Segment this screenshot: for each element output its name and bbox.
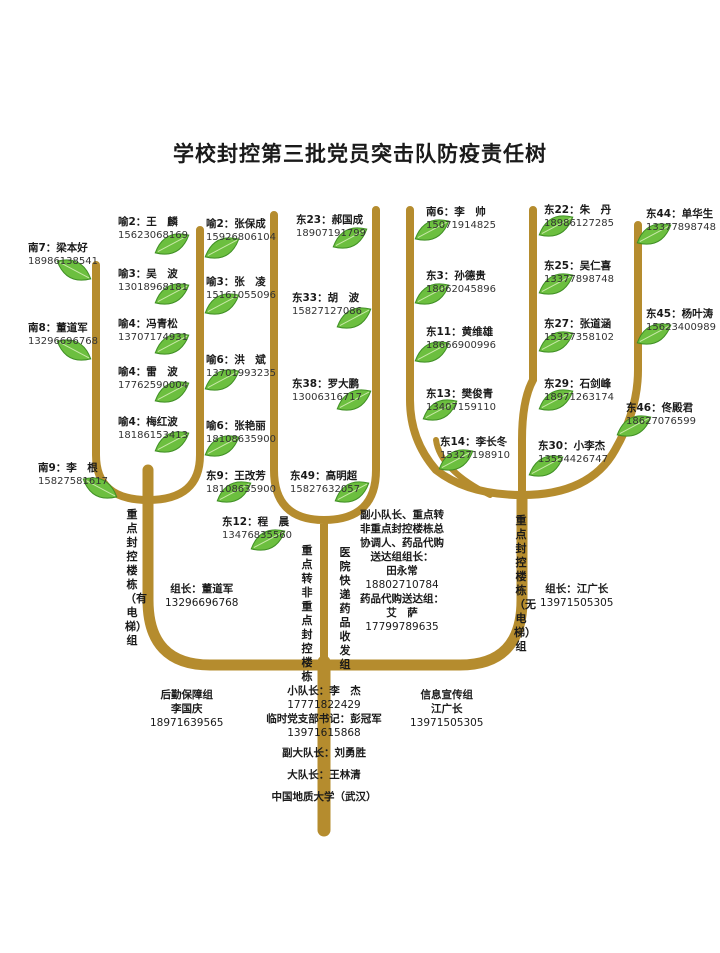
leaf-yu3b xyxy=(204,293,240,315)
leaf-nan7 xyxy=(56,259,92,281)
left-group-branch xyxy=(92,226,204,505)
leaf-dong49 xyxy=(334,481,370,503)
right-sub-branch-c xyxy=(518,221,642,499)
left-group-label: 重点封控楼栋（有电梯）组 xyxy=(125,508,147,647)
main-fork xyxy=(142,464,528,671)
leaf-dong13 xyxy=(422,399,458,421)
mid-group-label: 重点转非重点封控楼栋 xyxy=(301,544,313,683)
leaf-nan8 xyxy=(56,339,92,361)
leaf-dong38 xyxy=(336,389,372,411)
mid-group-branch xyxy=(270,206,380,666)
leaf-dong33 xyxy=(336,307,372,329)
leaf-dong23 xyxy=(332,227,368,249)
leaf-dong22 xyxy=(538,215,574,237)
leaf-yu2b xyxy=(204,237,240,259)
leaf-yu4b xyxy=(154,381,190,403)
logistics-group: 后勤保障组 李国庆 18971639565 xyxy=(150,689,224,729)
leaf-yu2a xyxy=(154,233,190,255)
leaf-layer xyxy=(56,215,672,551)
right-group-leader: 组长：江广长 13971505305 xyxy=(540,583,614,609)
leaf-dong27 xyxy=(538,331,574,353)
leaf-dong29 xyxy=(538,389,574,411)
diagram-title: 学校封控第三批党员突击队防疫责任树 xyxy=(173,142,547,166)
right-group-label: 重点封控楼栋（无电梯）组 xyxy=(514,514,536,653)
leaf-yu4c xyxy=(154,431,190,453)
leaf-dong46 xyxy=(616,415,652,437)
leaf-nan6 xyxy=(414,219,450,241)
left-group-leader: 组长：董道军 13296696768 xyxy=(165,583,239,609)
leaf-yu4a xyxy=(154,333,190,355)
leaf-yu3a xyxy=(154,283,190,305)
leaf-yu6b xyxy=(204,435,240,457)
leaf-dong11 xyxy=(414,341,450,363)
leaf-dong44 xyxy=(636,223,672,245)
leaf-dong25 xyxy=(538,273,574,295)
leaf-dong45 xyxy=(636,323,672,345)
trunk-roles: 小队长：李 杰 17771822429 临时党支部书记：彭冠军 13971615… xyxy=(266,685,382,803)
tree-branches xyxy=(92,206,642,837)
mid-group-label-2: 医院快递药品收发组 xyxy=(339,546,351,671)
mid-group-info: 副小队长、重点转 非重点封控楼栋总 协调人、药品代购 送达组组长： 田永常 18… xyxy=(360,509,444,633)
leaf-yu6a xyxy=(204,369,240,391)
leaf-dong14 xyxy=(438,449,474,471)
leaf-dong3 xyxy=(414,283,450,305)
info-group: 信息宣传组 江广长 13971505305 xyxy=(410,689,484,729)
leaf-dong30 xyxy=(528,455,564,477)
leaf-nan9 xyxy=(82,477,118,499)
right-sub-branch-b xyxy=(518,206,537,499)
leaf-dong9 xyxy=(216,481,252,503)
leaf-dong12 xyxy=(250,529,286,551)
